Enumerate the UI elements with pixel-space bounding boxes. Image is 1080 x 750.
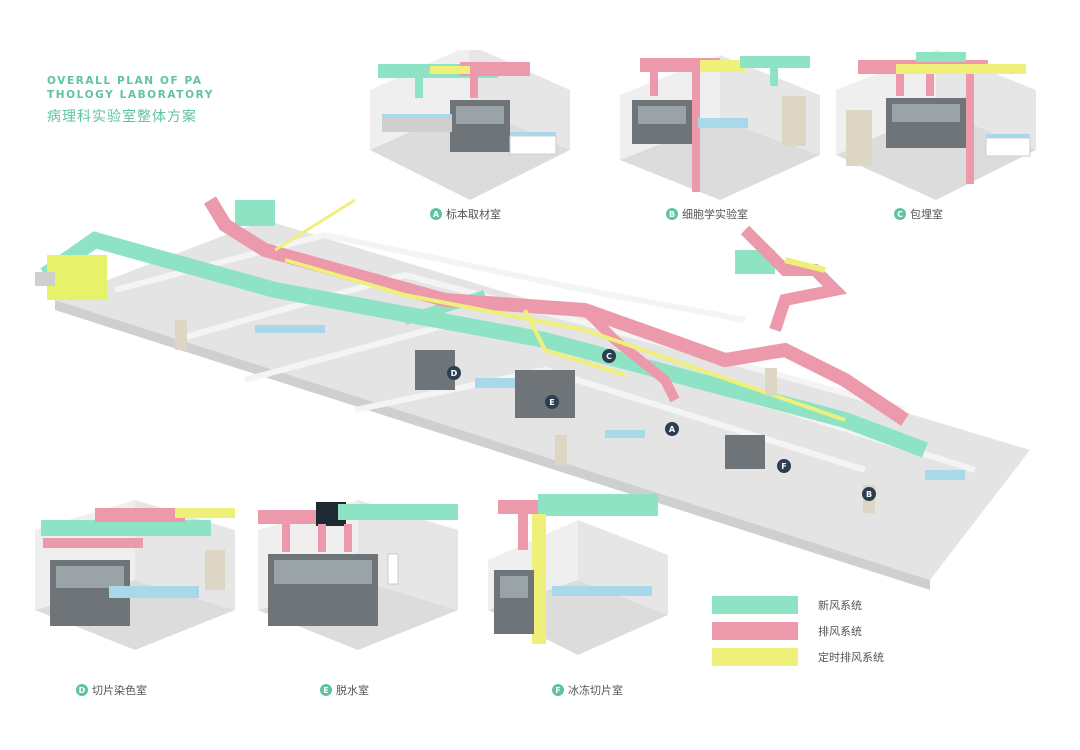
legend-item-fresh-air: 新风系统 <box>712 596 884 614</box>
caption-room-a: A 标本取材室 <box>430 206 501 222</box>
caption-label: 冰冻切片室 <box>568 684 623 697</box>
plan-marker-c: C <box>602 349 616 363</box>
plan-marker-b: B <box>862 487 876 501</box>
plan-marker-d: D <box>447 366 461 380</box>
caption-label: 标本取材室 <box>446 208 501 221</box>
caption-room-c: C 包埋室 <box>894 206 943 222</box>
plan-marker-e: E <box>545 395 559 409</box>
caption-badge: B <box>666 208 678 220</box>
legend-swatch <box>712 622 798 640</box>
legend: 新风系统 排风系统 定时排风系统 <box>712 596 884 674</box>
plan-marker-f: F <box>777 459 791 473</box>
scene-room-b <box>620 50 820 200</box>
legend-item-timed-exhaust: 定时排风系统 <box>712 648 884 666</box>
title-chinese: 病理科实验室整体方案 <box>47 109 197 125</box>
plan-marker-a: A <box>665 422 679 436</box>
caption-label: 脱水室 <box>336 684 369 697</box>
caption-label: 切片染色室 <box>92 684 147 697</box>
legend-label: 新风系统 <box>818 599 862 612</box>
caption-badge: E <box>320 684 332 696</box>
caption-room-e: E 脱水室 <box>320 682 369 698</box>
main-floor-plan <box>25 180 1045 590</box>
caption-room-d: D 切片染色室 <box>76 682 147 698</box>
scene-room-d <box>35 500 235 650</box>
scene-room-e <box>258 500 458 650</box>
scene-room-c <box>836 50 1036 200</box>
legend-label: 排风系统 <box>818 625 862 638</box>
caption-label: 细胞学实验室 <box>682 208 748 221</box>
scene-room-a <box>370 50 570 200</box>
caption-badge: C <box>894 208 906 220</box>
legend-item-exhaust: 排风系统 <box>712 622 884 640</box>
title-block: OVERALL PLAN OF PA THOLOGY LABORATORY 病理… <box>47 74 214 126</box>
caption-badge: F <box>552 684 564 696</box>
caption-label: 包埋室 <box>910 208 943 221</box>
caption-room-f: F 冰冻切片室 <box>552 682 623 698</box>
caption-badge: A <box>430 208 442 220</box>
caption-room-b: B 细胞学实验室 <box>666 206 748 222</box>
title-english: OVERALL PLAN OF PA THOLOGY LABORATORY <box>47 75 214 101</box>
legend-label: 定时排风系统 <box>818 651 884 664</box>
caption-badge: D <box>76 684 88 696</box>
scene-room-f <box>488 490 668 660</box>
legend-swatch <box>712 596 798 614</box>
legend-swatch <box>712 648 798 666</box>
